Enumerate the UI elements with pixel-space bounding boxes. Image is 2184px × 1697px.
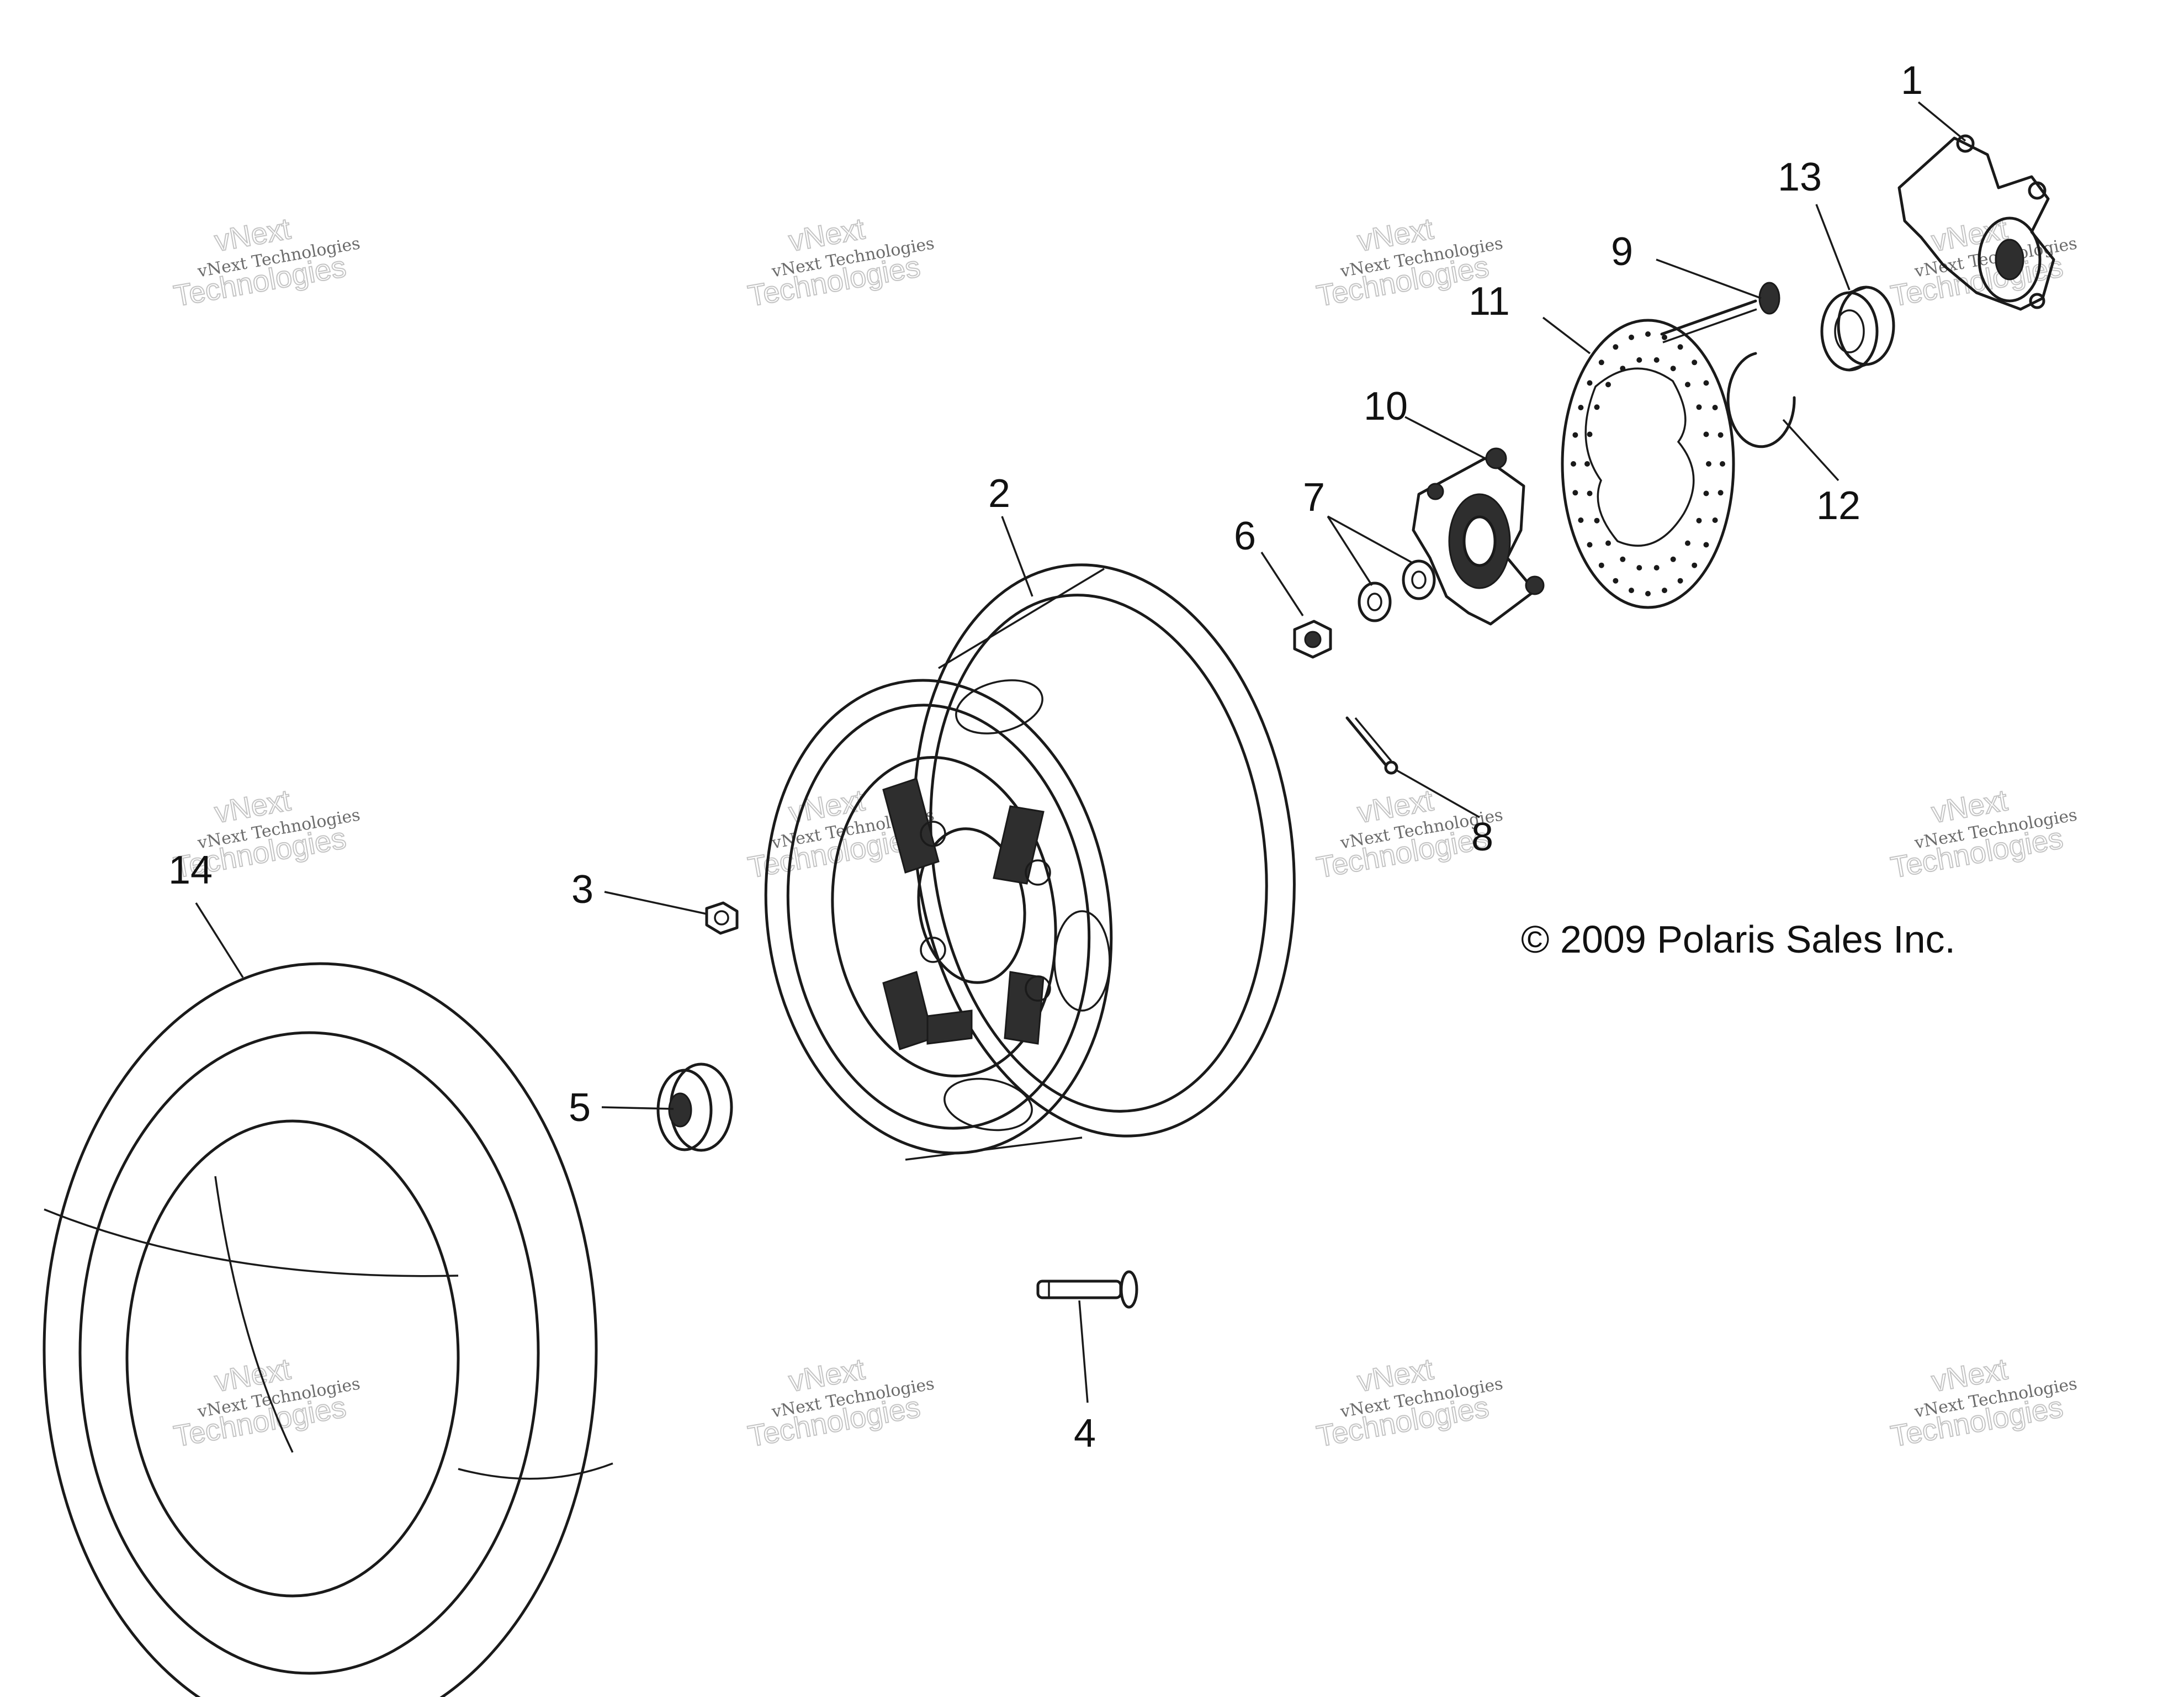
disc-hole: [1692, 360, 1698, 366]
callout-10: 10: [1364, 384, 1408, 429]
callout-14: 14: [168, 848, 213, 892]
disc-hole: [1594, 404, 1600, 410]
disc-hole: [1696, 517, 1702, 524]
callout-13: 13: [1778, 155, 1822, 199]
disc-hole: [1613, 344, 1619, 350]
callout-labels: 1 2 3 4 5 6 7 8 9 10 11 12 13 14: [168, 59, 1923, 1456]
castle-nut-part-6: [1293, 620, 1332, 659]
valve-stem-part-4: [1036, 1270, 1138, 1309]
disc-hole: [1703, 542, 1709, 548]
steering-knuckle-part-1: [1897, 134, 2055, 311]
disc-hole: [1685, 382, 1690, 388]
lug-nut-part-3: [705, 901, 739, 935]
disc-hole: [1598, 360, 1604, 366]
disc-hole: [1670, 556, 1676, 562]
disc-hole: [1584, 461, 1590, 467]
disc-hole: [1645, 331, 1651, 337]
washers-part-7: [1358, 559, 1436, 622]
callout-12: 12: [1816, 484, 1860, 528]
disc-hole: [1620, 366, 1626, 372]
hub-cap-part-5: [656, 1062, 733, 1152]
disc-hole: [1587, 490, 1593, 496]
disc-hole: [1703, 490, 1709, 496]
disc-hole: [1587, 542, 1593, 548]
disc-hole: [1692, 562, 1698, 568]
disc-hole: [1636, 565, 1642, 571]
disc-hole: [1706, 461, 1711, 467]
callout-8: 8: [1471, 815, 1493, 859]
callout-9: 9: [1611, 230, 1633, 274]
disc-hole: [1572, 490, 1578, 496]
disc-hole: [1717, 432, 1724, 438]
disc-hole: [1620, 556, 1626, 562]
callout-11: 11: [1469, 279, 1510, 324]
copyright-notice: © 2009 Polaris Sales Inc.: [1521, 918, 1955, 961]
disc-hole: [1587, 380, 1593, 386]
disc-hole: [1653, 357, 1660, 363]
callout-3: 3: [571, 868, 593, 912]
disc-hole: [1677, 344, 1683, 350]
disc-hole: [1572, 432, 1578, 438]
disc-hole: [1670, 366, 1676, 372]
disc-hole: [1712, 405, 1718, 410]
disc-hole: [1594, 517, 1600, 524]
disc-hole: [1662, 334, 1667, 340]
snap-ring-part-12: [1726, 352, 1796, 448]
disc-hole: [1578, 405, 1584, 410]
disc-hole: [1712, 517, 1718, 523]
tire-part-14: [43, 962, 613, 1697]
leader-lines: [195, 101, 1966, 1403]
disc-hole: [1571, 461, 1576, 467]
callout-5: 5: [569, 1086, 591, 1130]
cotter-pin-part-8: [1345, 716, 1398, 775]
callout-7: 7: [1303, 475, 1325, 520]
bearing-part-13: [1820, 286, 1895, 372]
callout-6: 6: [1234, 514, 1256, 558]
disc-hole: [1703, 431, 1709, 437]
wheel-rim-part-2: [764, 563, 1296, 1161]
disc-hole: [1578, 517, 1584, 523]
callout-2: 2: [988, 472, 1010, 516]
wheel-hub-part-10: [1412, 447, 1545, 626]
bolt-part-9: [1660, 282, 1780, 343]
disc-hole: [1605, 382, 1611, 388]
disc-hole: [1662, 588, 1667, 594]
disc-hole: [1636, 357, 1642, 363]
disc-hole: [1629, 588, 1634, 594]
disc-hole: [1629, 334, 1634, 340]
disc-hole: [1677, 578, 1683, 584]
callout-1: 1: [1901, 59, 1923, 103]
disc-hole: [1587, 431, 1593, 437]
disc-hole: [1717, 490, 1724, 496]
disc-hole: [1613, 578, 1619, 584]
disc-hole: [1605, 540, 1611, 546]
disc-hole: [1696, 404, 1702, 410]
disc-hole: [1720, 461, 1725, 467]
disc-hole: [1645, 591, 1651, 596]
disc-hole: [1703, 380, 1709, 386]
disc-hole: [1685, 540, 1690, 546]
disc-hole: [1598, 562, 1604, 568]
brake-disc-part-11: [1561, 319, 1735, 609]
disc-hole: [1653, 565, 1660, 571]
callout-4: 4: [1074, 1411, 1096, 1456]
